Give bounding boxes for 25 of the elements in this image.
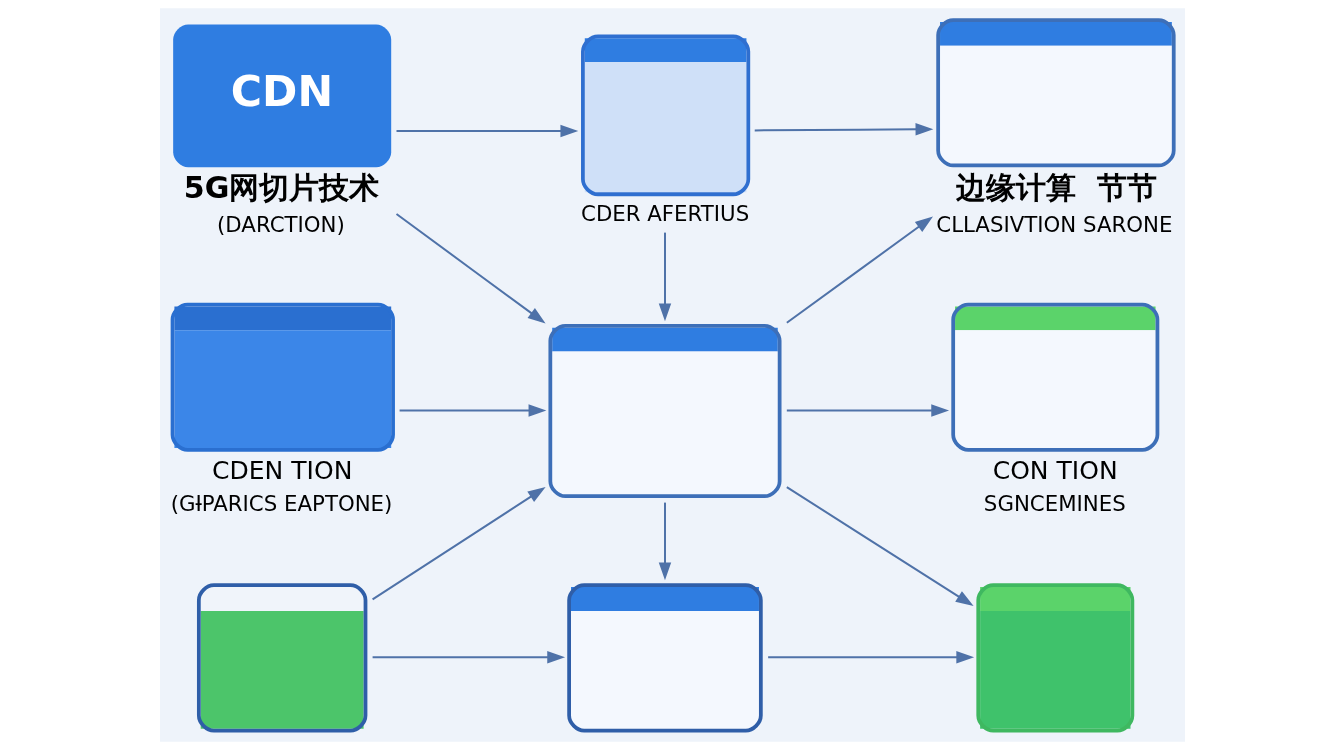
node-picture [975,583,1134,733]
node-picture [580,34,750,197]
arrow [658,231,671,322]
arrow [371,651,565,664]
arrow [398,404,546,417]
node-label: CDER AFERTIUS [580,200,749,226]
arrow [395,213,546,324]
arrow [753,123,933,136]
arrow [785,486,974,607]
node-label: 5G网切片技术 [183,169,379,205]
arrow [395,124,578,138]
arrow [658,501,671,581]
node-label: CON TION [992,456,1118,486]
node-box: CDN [172,24,391,168]
arrow [785,404,949,417]
arrow [371,487,546,601]
node-label: CLLASIVTION SARONE [935,211,1172,237]
node-label: 边缘计算 节节 [955,169,1157,205]
node-label: SGNCEMINES [983,491,1126,517]
node-label: CDEN TION [211,456,352,486]
node-label: (GƗPARICS EAPTONE) [170,491,392,517]
arrow [766,651,974,664]
arrow [785,216,933,324]
node-picture [566,583,763,733]
node-label: (DARCTION) [216,211,345,237]
